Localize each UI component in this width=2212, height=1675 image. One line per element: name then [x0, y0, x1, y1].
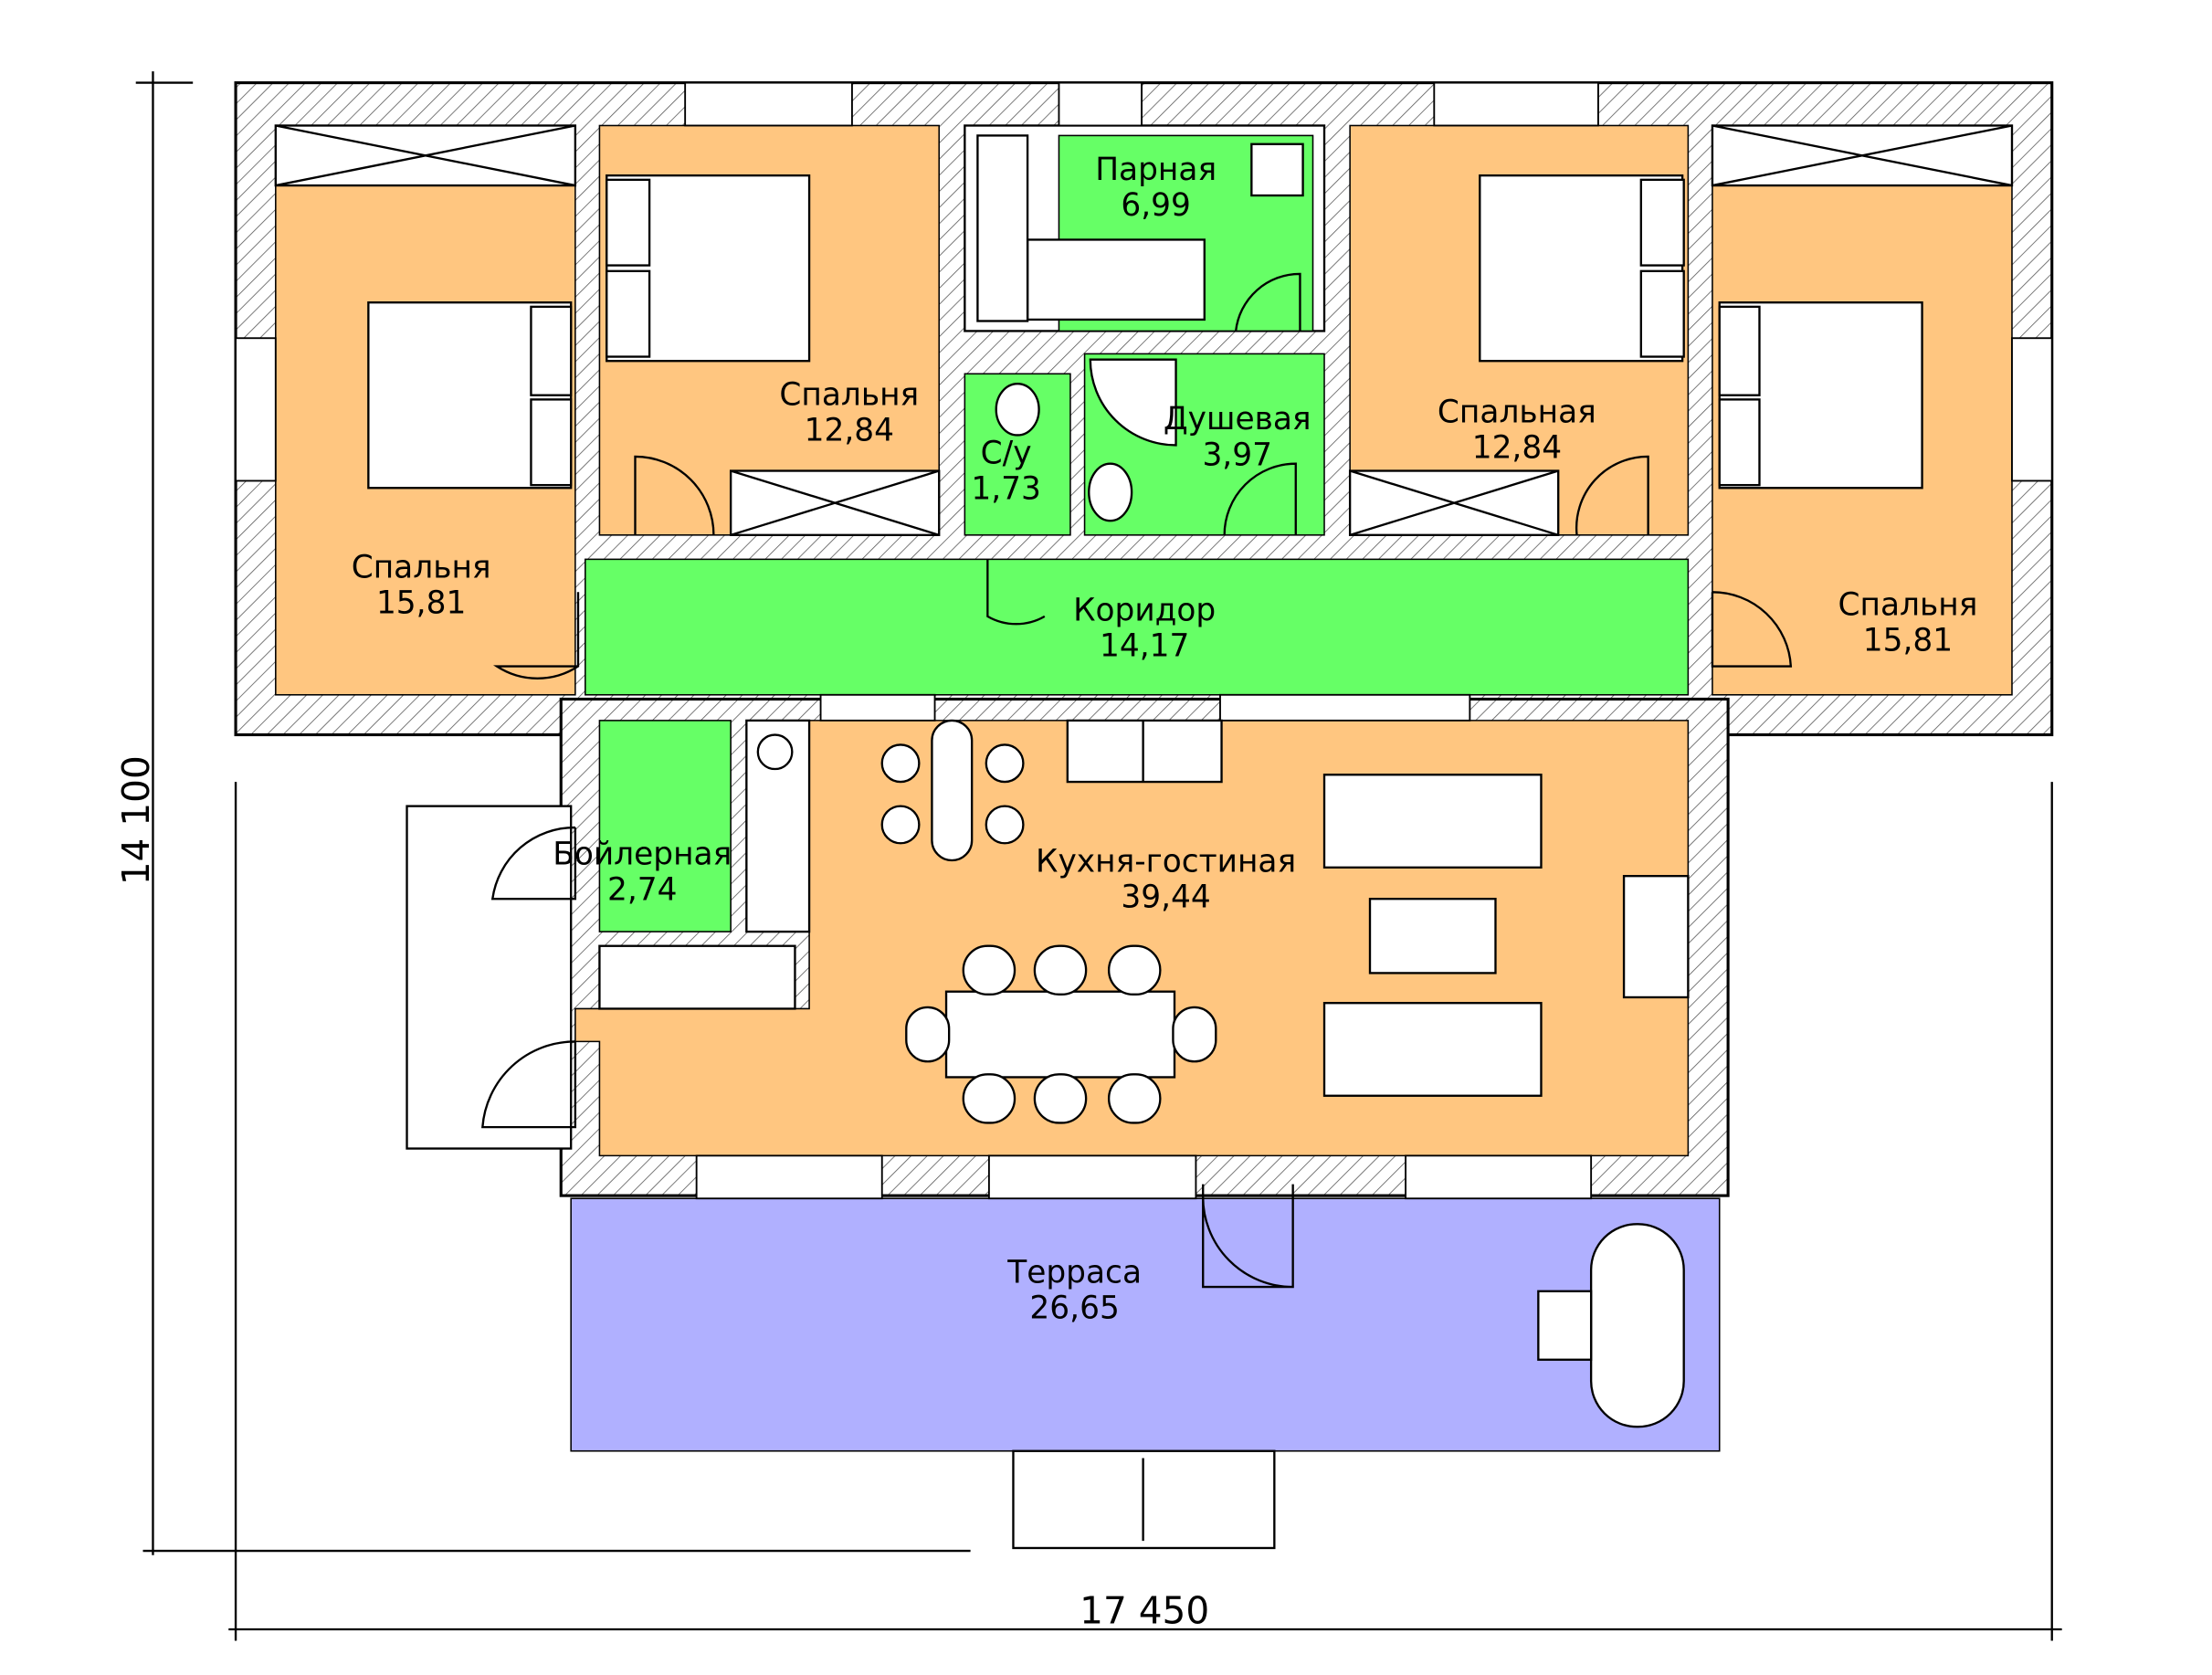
room-terrace — [570, 1197, 1721, 1452]
area-bedroom-3: 12,84 — [1472, 429, 1562, 466]
area-boiler: 2,74 — [607, 872, 678, 909]
area-wc: 1,73 — [971, 471, 1041, 508]
furniture — [275, 124, 2013, 1550]
label-kitchen-living: Кухня-гостиная — [1036, 843, 1296, 880]
room-boiler — [598, 720, 732, 932]
label-terrace: Терраса — [1006, 1254, 1142, 1290]
area-bedroom-2: 12,84 — [805, 413, 894, 449]
area-bedroom-right: 15,81 — [1863, 622, 1953, 658]
label-wc: С/у — [981, 436, 1032, 472]
area-bedroom-left: 15,81 — [376, 585, 466, 622]
label-bedroom-left: Спальня — [352, 550, 491, 586]
label-steam: Парная — [1095, 152, 1217, 188]
label-bedroom-2: Спальня — [779, 377, 919, 414]
area-shower: 3,97 — [1202, 437, 1272, 473]
label-bedroom-right: Спальня — [1838, 586, 1978, 623]
dimension-lines: 14 100 17 450 — [114, 71, 2062, 1641]
windows — [235, 81, 2053, 1200]
label-corridor: Коридор — [1073, 593, 1216, 629]
area-kitchen-living: 39,44 — [1121, 880, 1210, 916]
label-boiler: Бойлерная — [553, 837, 732, 873]
room-labels: Спальня 15,81 Спальня 12,84 Парная 6,99 … — [352, 152, 1978, 1327]
area-corridor: 14,17 — [1100, 628, 1189, 665]
area-steam: 6,99 — [1121, 187, 1191, 224]
dimension-width: 17 450 — [1080, 1589, 1209, 1633]
label-shower: Душевая — [1164, 401, 1311, 437]
room-corridor — [585, 558, 1690, 696]
dimension-height: 14 100 — [114, 755, 158, 885]
area-terrace: 26,65 — [1029, 1290, 1119, 1326]
doors — [481, 272, 1793, 1289]
label-bedroom-3: Спальная — [1438, 394, 1596, 430]
